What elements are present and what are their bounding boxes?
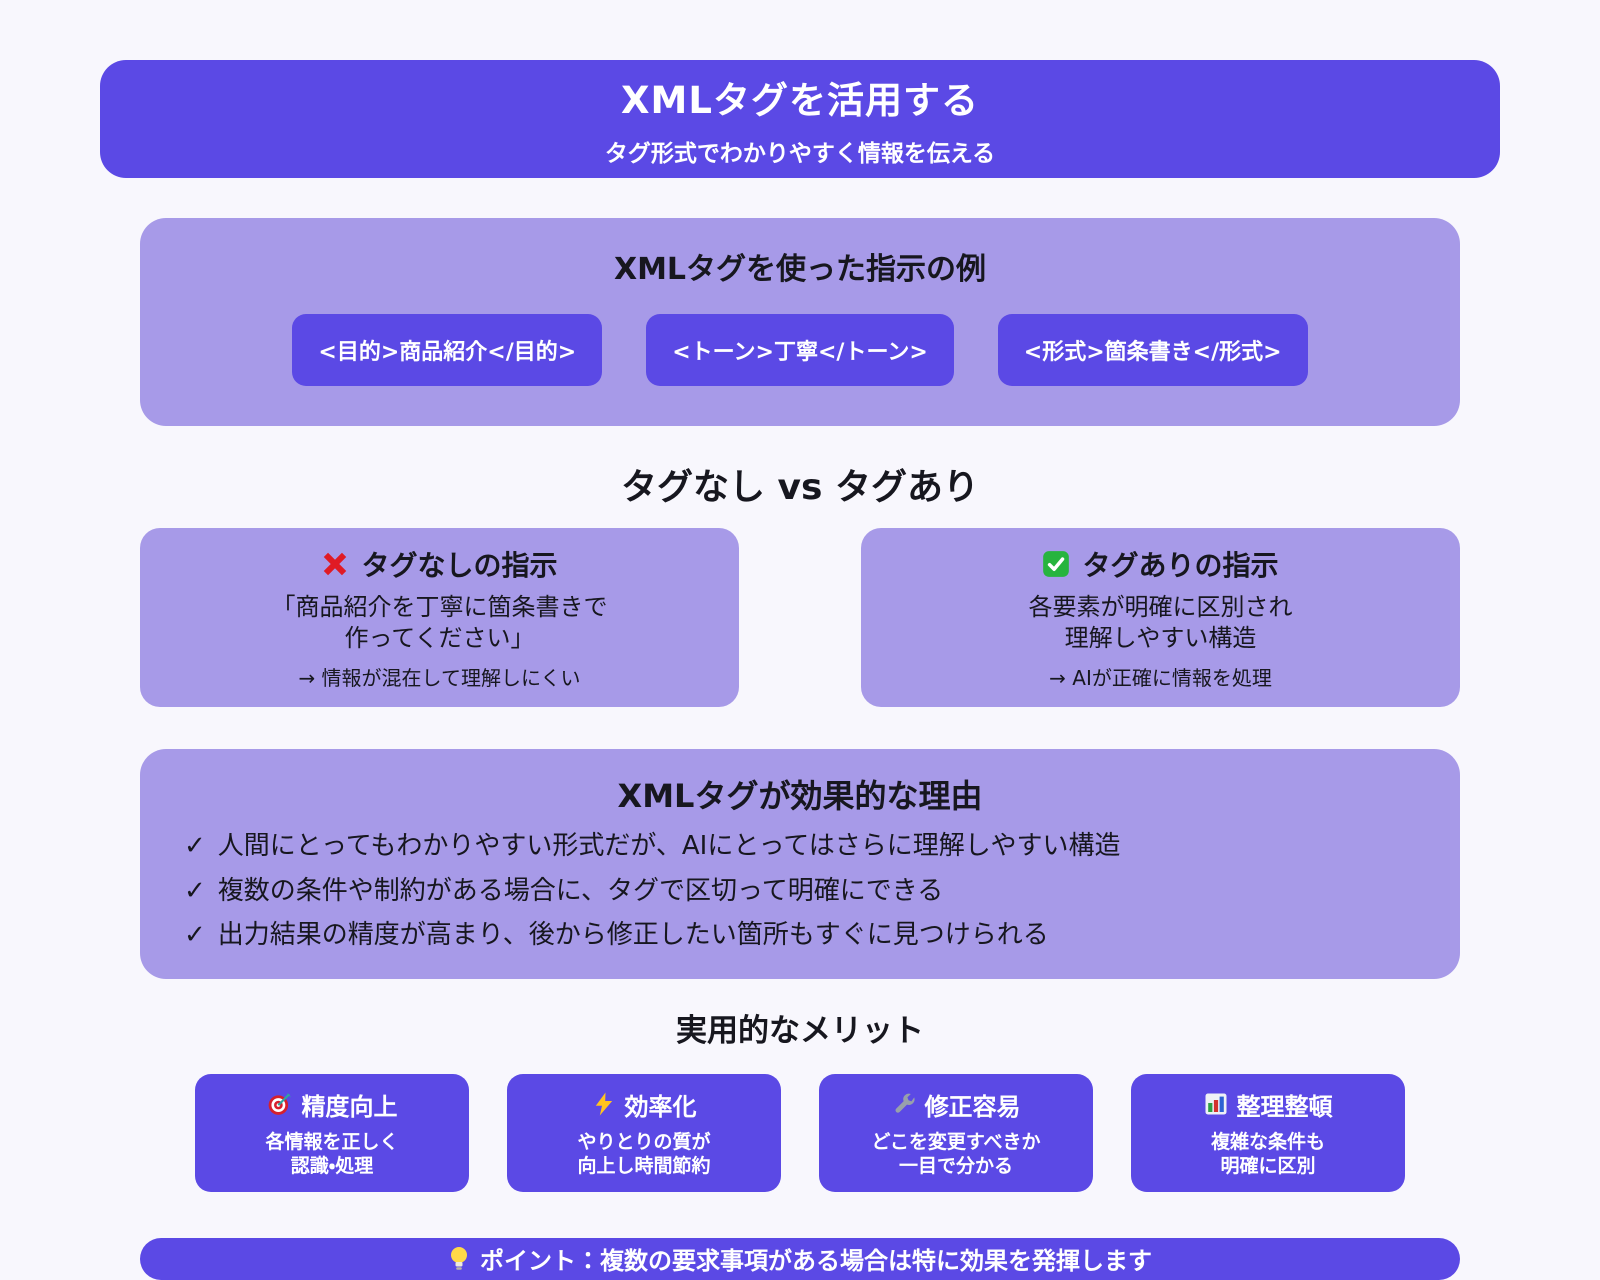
merit-card-easy-fix: 修正容易 どこを変更すべきか 一目で分かる [819, 1073, 1093, 1192]
with-tags-note: → AIが正確に情報を処理 [1049, 666, 1272, 691]
without-tags-title: タグなしの指示 [361, 549, 558, 582]
check-mark-icon: ✓ [184, 875, 206, 906]
merit-desc-line1: どこを変更すべきか [871, 1130, 1041, 1153]
point-bar: ポイント：複数の要求事項がある場合は特に効果を発揮します [140, 1237, 1460, 1280]
reason-text: 出力結果の精度が高まり、後から修正したい箇所もすぐに見つけられる [217, 919, 1049, 950]
merit-desc-line1: 各情報を正しく [265, 1130, 399, 1153]
with-tags-card: タグありの指示 各要素が明確に区別され 理解しやすい構造 → AIが正確に情報を… [861, 528, 1460, 708]
without-tags-body-line1: 「商品紹介を丁寧に箇条書きで [271, 593, 608, 621]
merit-title: 整理整頓 [1236, 1092, 1333, 1121]
merit-desc: どこを変更すべきか 一目で分かる [819, 1130, 1093, 1179]
merit-title-row: 効率化 [507, 1087, 781, 1122]
merit-title: 精度向上 [301, 1092, 398, 1121]
with-tags-title: タグありの指示 [1082, 549, 1279, 582]
with-tags-title-row: タグありの指示 [871, 544, 1450, 584]
merit-card-efficiency: 効率化 やりとりの質が 向上し時間節約 [507, 1073, 781, 1192]
check-icon [1042, 550, 1070, 578]
without-tags-body-line2: 作ってください」 [344, 623, 535, 652]
wrench-icon [892, 1092, 916, 1116]
target-icon [267, 1091, 293, 1117]
merits-heading: 実用的なメリット [676, 1012, 924, 1049]
merit-card-organize: 整理整頓 複雑な条件も 明確に区別 [1131, 1073, 1405, 1192]
cross-icon [321, 550, 349, 578]
reason-item: ✓ 人間にとってもわかりやすい形式だが、AIにとってはさらに理解しやすい構造 [184, 829, 1416, 864]
check-mark-icon: ✓ [184, 919, 206, 950]
merit-title-row: 精度向上 [195, 1087, 469, 1122]
merit-desc-line2: 向上し時間節約 [577, 1155, 711, 1178]
merit-desc-line2: 一目で分かる [898, 1155, 1013, 1178]
comparison-row: タグなしの指示 「商品紹介を丁寧に箇条書きで 作ってください」 → 情報が混在し… [140, 528, 1460, 708]
without-tags-body: 「商品紹介を丁寧に箇条書きで 作ってください」 [150, 592, 729, 653]
reason-item: ✓ 複数の条件や制約がある場合に、タグで区切って明確にできる [184, 874, 1416, 909]
light-bulb-icon [448, 1246, 470, 1272]
reasons-section: XMLタグが効果的な理由 ✓ 人間にとってもわかりやすい形式だが、AIにとっては… [140, 749, 1460, 979]
merit-desc: 複雑な条件も 明確に区別 [1131, 1130, 1405, 1179]
without-tags-title-row: タグなしの指示 [150, 544, 729, 584]
page-subtitle: タグ形式でわかりやすく情報を伝える [604, 141, 996, 167]
page-title: XMLタグを活用する [621, 79, 979, 122]
header-banner: XMLタグを活用する タグ形式でわかりやすく情報を伝える [100, 60, 1500, 178]
tag-chip-purpose: <目的>商品紹介</目的> [292, 314, 603, 386]
comparison-heading: タグなし vs タグあり [621, 467, 979, 508]
example-section: XMLタグを使った指示の例 <目的>商品紹介</目的> <トーン>丁寧</トーン… [140, 218, 1460, 426]
without-tags-card: タグなしの指示 「商品紹介を丁寧に箇条書きで 作ってください」 → 情報が混在し… [140, 528, 739, 708]
bolt-icon [592, 1092, 616, 1116]
merit-desc: 各情報を正しく 認識・処理 [195, 1130, 469, 1179]
merit-desc: やりとりの質が 向上し時間節約 [507, 1130, 781, 1179]
example-section-title: XMLタグを使った指示の例 [613, 252, 987, 287]
merits-row: 精度向上 各情報を正しく 認識・処理 効率化 やりとりの質が 向上し時間節約 [0, 1073, 1600, 1192]
merit-desc-line1: 複雑な条件も [1210, 1130, 1325, 1153]
merit-desc-line2: 明確に区別 [1220, 1155, 1316, 1178]
merit-card-accuracy: 精度向上 各情報を正しく 認識・処理 [195, 1073, 469, 1192]
infographic-page: XMLタグを活用する タグ形式でわかりやすく情報を伝える XMLタグを使った指示… [0, 60, 1600, 1280]
point-text: ポイント：複数の要求事項がある場合は特に効果を発揮します [480, 1247, 1152, 1276]
tag-chip-row: <目的>商品紹介</目的> <トーン>丁寧</トーン> <形式>箇条書き</形式… [170, 314, 1430, 386]
merit-title-row: 整理整頓 [1131, 1087, 1405, 1122]
with-tags-body-line2: 理解しやすい構造 [1064, 623, 1257, 652]
bar-chart-icon [1204, 1092, 1228, 1116]
reason-item: ✓ 出力結果の精度が高まり、後から修正したい箇所もすぐに見つけられる [184, 918, 1416, 953]
tag-chip-format: <形式>箇条書き</形式> [997, 314, 1308, 386]
merit-title: 修正容易 [924, 1092, 1021, 1121]
merit-title-row: 修正容易 [819, 1087, 1093, 1122]
merit-title: 効率化 [624, 1092, 697, 1121]
merit-desc-line1: やりとりの質が [577, 1130, 711, 1153]
reason-text: 人間にとってもわかりやすい形式だが、AIにとってはさらに理解しやすい構造 [217, 831, 1121, 862]
with-tags-body-line1: 各要素が明確に区別され [1028, 593, 1293, 621]
check-mark-icon: ✓ [184, 831, 206, 862]
reasons-title: XMLタグが効果的な理由 [617, 777, 983, 816]
reason-text: 複数の条件や制約がある場合に、タグで区切って明確にできる [217, 875, 944, 906]
with-tags-body: 各要素が明確に区別され 理解しやすい構造 [871, 592, 1450, 653]
without-tags-note: → 情報が混在して理解しにくい [298, 666, 581, 691]
tag-chip-tone: <トーン>丁寧</トーン> [646, 314, 954, 386]
reasons-list: ✓ 人間にとってもわかりやすい形式だが、AIにとってはさらに理解しやすい構造 ✓… [184, 829, 1416, 952]
merit-desc-line2: 認識・処理 [290, 1155, 374, 1178]
